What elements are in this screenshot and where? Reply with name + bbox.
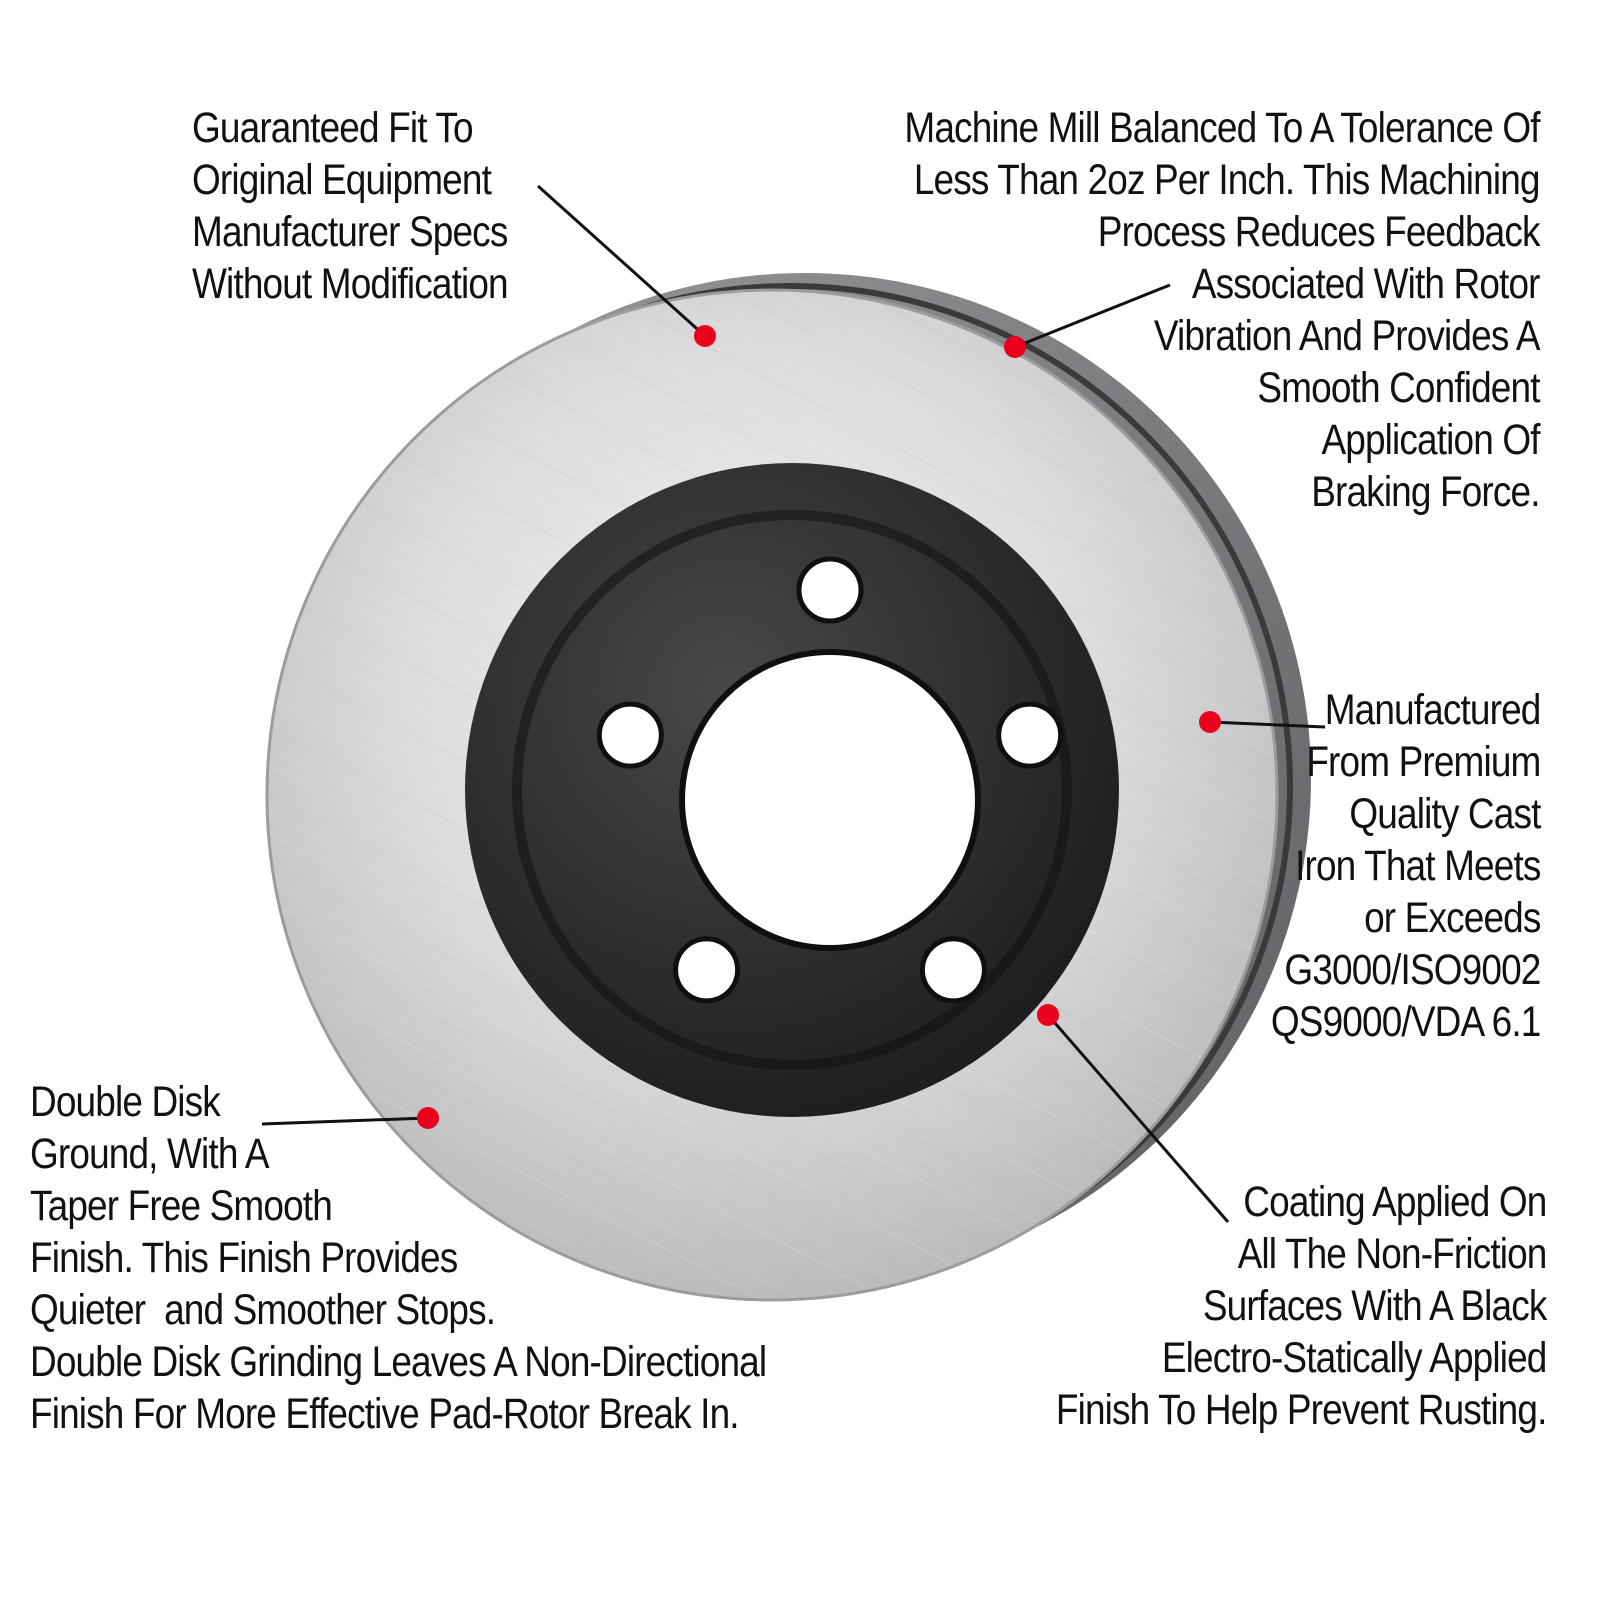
leader-line-coating: [1046, 1014, 1230, 1223]
center-bore-edge: [679, 649, 981, 951]
callout-line: Surfaces With A Black: [1202, 1282, 1547, 1330]
leader-line-ground: [261, 1116, 429, 1126]
lug-hole: [596, 701, 664, 769]
marker-fit: [694, 325, 716, 347]
callout-line: Manufacturer Specs: [192, 208, 508, 256]
callout-line: Finish. This Finish Provides: [30, 1234, 458, 1282]
marker-iron: [1199, 711, 1221, 733]
callout-line: All The Non-Friction: [1237, 1230, 1547, 1278]
callout-guaranteed-fit: Guaranteed Fit To Original Equipment Man…: [192, 102, 509, 310]
callout-line: Taper Free Smooth: [30, 1182, 333, 1230]
callout-black-coating: Coating Applied On All The Non-Friction …: [1055, 1176, 1546, 1436]
leader-lines: [261, 184, 1326, 1223]
marker-balance: [1004, 336, 1026, 358]
leader-line-iron: [1209, 720, 1326, 729]
callout-line: From Premium: [1305, 738, 1541, 786]
callout-line: Electro-Statically Applied: [1161, 1334, 1546, 1382]
callout-line: Application Of: [1321, 416, 1541, 464]
callout-line: G3000/ISO9002: [1283, 946, 1541, 994]
callout-line: Braking Force.: [1311, 468, 1541, 516]
rotor-hat-shoulder: [512, 510, 1072, 1070]
center-bore: [682, 652, 978, 948]
callout-line: Smooth Confident: [1257, 364, 1541, 412]
callout-line: Vibration And Provides A: [1154, 312, 1541, 360]
callout-cast-iron: Manufactured From Premium Quality Cast I…: [1270, 684, 1540, 1048]
callout-line: Original Equipment: [192, 156, 492, 204]
leader-line-balance: [1014, 283, 1171, 349]
callout-line: Double Disk Grinding Leaves A Non-Direct…: [30, 1338, 767, 1386]
callout-line: Iron That Meets: [1294, 842, 1541, 890]
lug-hole: [996, 701, 1064, 769]
leader-line-fit: [536, 184, 707, 338]
marker-coating: [1037, 1004, 1059, 1026]
rotor: [265, 273, 1311, 1302]
callout-line: Finish For More Effective Pad-Rotor Brea…: [30, 1390, 740, 1438]
markers: [417, 325, 1221, 1129]
callout-line: Associated With Rotor: [1192, 260, 1541, 308]
callout-mill-balanced: Machine Mill Balanced To A Tolerance Of …: [904, 102, 1541, 518]
callout-line: Without Modification: [192, 260, 509, 308]
callout-line: Manufactured: [1324, 686, 1541, 734]
callout-line: Machine Mill Balanced To A Tolerance Of: [904, 104, 1541, 152]
rotor-outer-rim: [265, 288, 1279, 1302]
lug-hole: [796, 556, 864, 624]
callout-line: Process Reduces Feedback: [1098, 208, 1541, 256]
callout-line: QS9000/VDA 6.1: [1270, 998, 1540, 1046]
callout-line: Double Disk: [30, 1078, 221, 1126]
lug-hole: [919, 936, 987, 1004]
callout-line: Quality Cast: [1348, 790, 1541, 838]
lug-hole: [673, 936, 741, 1004]
callout-line: Less Than 2oz Per Inch. This Machining: [914, 156, 1541, 204]
callout-line: Guaranteed Fit To: [192, 104, 474, 152]
lug-holes: [596, 556, 1064, 1004]
callout-line: Coating Applied On: [1242, 1178, 1547, 1226]
callout-line: Quieter and Smoother Stops.: [30, 1286, 496, 1334]
callout-line: Finish To Help Prevent Rusting.: [1055, 1386, 1546, 1434]
callout-line: Ground, With A: [30, 1130, 270, 1178]
marker-ground: [417, 1107, 439, 1129]
callout-line: or Exceeds: [1363, 894, 1541, 942]
callout-double-disk-ground: Double Disk Ground, With A Taper Free Sm…: [30, 1076, 767, 1440]
